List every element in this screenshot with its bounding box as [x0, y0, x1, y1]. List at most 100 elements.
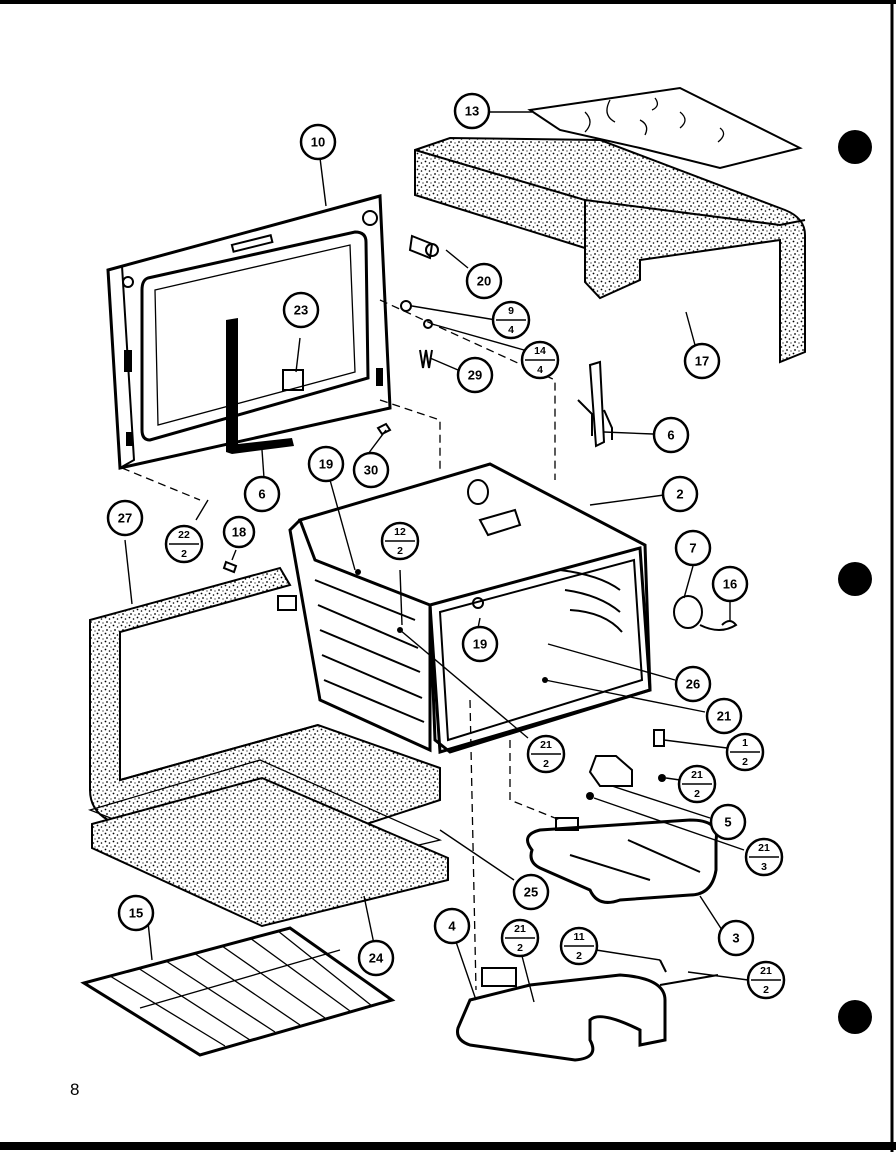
- hinge-bracket: [577, 360, 613, 448]
- cavity-vent: [467, 479, 489, 505]
- svg-text:19: 19: [473, 637, 487, 652]
- callout-10: 10: [299, 123, 337, 161]
- cavity-top-openings: [478, 508, 522, 537]
- callout-22-2: 222: [164, 524, 204, 564]
- callout-30: 30: [352, 451, 390, 489]
- svg-text:2: 2: [742, 756, 748, 768]
- callout-13: 13: [453, 92, 491, 130]
- callout-21: 21: [705, 697, 743, 735]
- oven-front-frame: [106, 194, 392, 470]
- clip-block: [277, 595, 297, 611]
- cavity-rack-guides-right: [559, 569, 623, 633]
- callout-24: 24: [357, 939, 395, 977]
- latch-plate: [282, 369, 304, 391]
- svg-text:12: 12: [394, 526, 406, 538]
- svg-text:4: 4: [448, 919, 456, 934]
- callout-6: 6: [243, 475, 281, 513]
- frame-corner-hole: [362, 210, 378, 226]
- svg-text:2: 2: [181, 548, 187, 560]
- top-insulation-cover-edge: [414, 149, 806, 248]
- callout-5: 5: [709, 803, 747, 841]
- bake-element-terminal: [659, 959, 719, 986]
- door-gasket-strip: [226, 318, 294, 454]
- screw-30: [376, 422, 392, 436]
- callout-19b: 19: [461, 625, 499, 663]
- assembly-line: [469, 699, 477, 991]
- binder-hole-top: [838, 130, 872, 164]
- callout-8: 6: [652, 416, 690, 454]
- svg-text:16: 16: [723, 577, 737, 592]
- svg-text:2: 2: [763, 984, 769, 996]
- broil-element: [526, 818, 718, 904]
- svg-text:21: 21: [758, 842, 770, 854]
- oven-rack-wires: [109, 930, 373, 1047]
- svg-text:21: 21: [717, 709, 731, 724]
- light-bulb: [673, 595, 703, 629]
- broil-element-bracket: [555, 817, 579, 831]
- svg-text:23: 23: [294, 303, 308, 318]
- callout-25: 25: [512, 873, 550, 911]
- svg-text:1: 1: [742, 737, 748, 749]
- assembly-line: [121, 467, 201, 501]
- callout-19a: 19: [307, 445, 345, 483]
- binder-hole-middle: [838, 562, 872, 596]
- svg-text:2: 2: [397, 545, 403, 557]
- switch-block: [588, 755, 633, 787]
- callout-29: 29: [456, 356, 494, 394]
- svg-text:30: 30: [364, 463, 378, 478]
- frame-handle-slot: [230, 234, 274, 253]
- oven-cavity: [298, 462, 652, 754]
- svg-text:25: 25: [524, 885, 538, 900]
- callout-21-3: 21 3: [744, 837, 784, 877]
- oven-front-frame-window: [140, 230, 370, 442]
- callout-7: 7: [674, 529, 712, 567]
- cavity-rack-guides-left: [314, 579, 425, 723]
- page-number: 8: [70, 1080, 80, 1099]
- spring: [419, 349, 433, 369]
- svg-text:22: 22: [178, 529, 190, 541]
- svg-text:26: 26: [686, 677, 700, 692]
- svg-text:3: 3: [732, 931, 739, 946]
- callout-4: 4: [433, 907, 471, 945]
- frame-hinge-slot: [126, 432, 133, 446]
- svg-text:2: 2: [694, 788, 700, 800]
- svg-text:6: 6: [258, 487, 265, 502]
- oven-front-frame-inner: [154, 244, 356, 426]
- svg-text:5: 5: [724, 815, 731, 830]
- svg-text:14: 14: [534, 345, 546, 357]
- bake-element: [456, 973, 667, 1062]
- callout-16: 16: [711, 565, 749, 603]
- bottom-insulation: [91, 776, 449, 928]
- svg-text:9: 9: [508, 305, 514, 317]
- broil-element-inner: [569, 839, 701, 881]
- frame-hinge-slot: [124, 350, 132, 372]
- svg-text:3: 3: [761, 861, 767, 873]
- callout-27: 27: [106, 499, 144, 537]
- screw-9: [400, 300, 412, 312]
- callout-21-2-d: 212: [746, 960, 786, 1000]
- hinge-pin-end: [425, 243, 439, 257]
- screw-14: [423, 319, 433, 329]
- oven-body-insulation-inner: [119, 632, 319, 782]
- insulation-sheet-marks: [584, 97, 725, 143]
- oven-rack: [80, 926, 396, 1057]
- callout-21-2-b: 212: [677, 764, 717, 804]
- svg-text:4: 4: [537, 364, 543, 376]
- assembly-line: [379, 399, 441, 470]
- svg-text:19: 19: [319, 457, 333, 472]
- cavity-fastener: [355, 569, 361, 575]
- callout-20: 20: [465, 262, 503, 300]
- svg-text:15: 15: [129, 906, 143, 921]
- light-wire: [699, 620, 738, 631]
- svg-text:6: 6: [667, 428, 674, 443]
- oven-cavity-left-side: [288, 518, 432, 753]
- svg-text:17: 17: [695, 354, 709, 369]
- top-insulation-cover: [414, 136, 806, 364]
- assembly-line: [509, 740, 561, 821]
- callout-18: 18: [222, 515, 256, 549]
- hinge-pin: [408, 234, 434, 260]
- svg-text:10: 10: [311, 135, 325, 150]
- svg-text:4: 4: [508, 324, 514, 336]
- svg-text:13: 13: [465, 104, 479, 119]
